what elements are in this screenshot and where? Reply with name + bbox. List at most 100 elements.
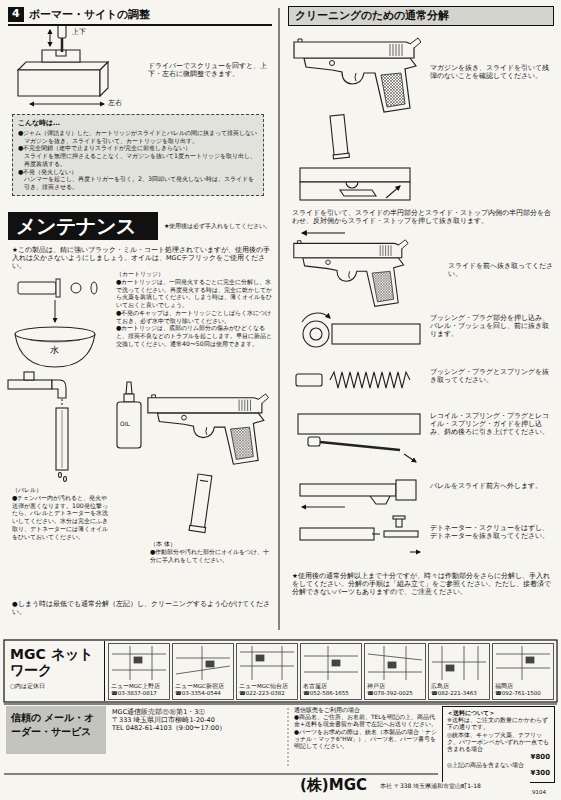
barrel-drawing <box>300 484 396 496</box>
oil-bottle <box>117 382 141 448</box>
node-heading: 神戸店 <box>367 683 385 690</box>
node-heading: MGC ネットワーク <box>10 646 99 678</box>
cartridge-drawing <box>18 279 97 322</box>
shop-map <box>304 646 358 680</box>
trouble-box: こんな時は…●ジャム（弾詰まり）した、カートリッジがスライドとバレルの間に挟まっ… <box>12 114 264 196</box>
water-bowl <box>15 327 95 341</box>
cartridge-drawing <box>18 282 56 294</box>
order-text: ●商品名、ご住所、お名前、TELを明記の上、商品代金+送料を現金書留か為替で左記… <box>294 714 438 728</box>
shop-map <box>446 665 454 671</box>
node-text: ¥300 <box>447 769 550 778</box>
bowl-label: 水 <box>50 345 62 356</box>
cartridge-drawing <box>71 283 81 293</box>
magazine-drawing <box>200 480 208 481</box>
instruction-text: ●カートリッジは、底部のリム部分の傷みがひどくなると、排莢不良などのトラブルを起… <box>116 324 272 347</box>
node-text: ●不発（発火しない） <box>18 168 258 176</box>
shop-map <box>332 660 340 666</box>
rear-sight-drawing <box>58 24 66 38</box>
slide-stop-drawing <box>340 190 376 196</box>
faucet-drawing <box>8 380 52 389</box>
step-text-group: スライドを引いて、スライドの半円部分とスライド・ストップ内側の半円部分を合わせ、… <box>292 209 554 225</box>
note-text-group: ★使用後は必ず手入れをしてください。 <box>164 222 272 230</box>
spring-drawing <box>296 372 410 388</box>
pistol-drawing <box>294 38 421 112</box>
node-text: ●ジャム（弾詰まり）した、カートリッジがスライドとバレルの間に挟まって排莢しない <box>18 129 258 137</box>
node-text: ☎022-223-0382 <box>239 690 285 697</box>
instruction-text: ●チェンバー内が汚れると、発火や送弾が悪くなります。100発位撃ったら、バレルと… <box>12 494 108 541</box>
barrel-bushing-drawing <box>302 313 330 322</box>
recoil-guide-drawing <box>298 414 420 434</box>
shop-box: 福岡店☎092-761-1500 <box>492 643 554 700</box>
shop-box: 神戸店☎078-392-0025 <box>364 643 426 700</box>
title-banner: メンテナンス <box>8 212 158 240</box>
magazine-drawing <box>333 153 349 159</box>
shop-box: ニューMGC上野店☎03-3837-0817 <box>108 643 170 700</box>
node-text: ☎078-392-0025 <box>367 690 413 697</box>
barrel-drawing <box>300 480 416 507</box>
note-text: ●しまう時は最低でも通常分解（左記）し、クリーニングするよう心がけてください。 <box>12 600 274 616</box>
oil-bottle <box>126 382 132 394</box>
step-text-group: ブッシング・プラグ部分を押し込み、バレル・ブッシュを回し、前に抜き取ります。 <box>430 314 554 338</box>
node-text: ボーマー・サイトの調整 <box>29 8 150 22</box>
print-code: 9104 <box>532 789 556 796</box>
adjust-label-group: 上下 <box>72 28 90 37</box>
shop-map <box>526 657 534 663</box>
section-rule <box>288 708 289 768</box>
pistol-drawing <box>294 240 408 307</box>
faucet-drawing <box>52 380 66 398</box>
shop-map <box>496 646 550 680</box>
company-name: (株)MGC <box>300 776 376 795</box>
detonator-drawing <box>410 551 420 552</box>
note-text-group: ●しまう時は最低でも通常分解（左記）し、クリーニングするよう心がけてください。 <box>12 600 274 616</box>
note-text: ★使用後は必ず手入れをしてください。 <box>164 222 272 230</box>
network-frame <box>4 640 557 702</box>
node-text: ハンマーを起こし、再度トリガーを引く。2、3回叩いて発火しない時は、スライドを引… <box>18 175 258 191</box>
shop-map <box>432 646 486 680</box>
shop-map <box>368 646 422 680</box>
shop-box: ニューMGC仙台店☎022-223-0382 <box>236 643 298 700</box>
faucet-drawing <box>24 372 34 380</box>
instruction-text-group: ドライバーでスクリューを回すと、上下・左右に微調整できます。 <box>148 62 270 78</box>
section-header: 4ボーマー・サイトの調整 <box>8 6 272 26</box>
node-text: ¥800 <box>447 753 550 762</box>
instruction-text-group: （本 体）●作動部分や汚れた部分にオイルをつけ、十分に手入れをしてください。 <box>150 540 270 563</box>
step-text: マガジンを抜き、スライドを引いて残弾のないことを確認してください。 <box>430 64 554 80</box>
adjust-label-group: 左右 <box>108 99 126 108</box>
instruction-text: ●不発のキャップは、カートリッジごとしばらく水につけておき、必ず水中で取り除いて… <box>116 309 272 325</box>
step-text-group: デトネーター・スクリューをはずし、デトネーターを抜き取ってください。 <box>430 524 554 540</box>
detonator-drawing <box>393 516 405 519</box>
address-text: MGC通信販売部㊐㊗第1・3㊏ <box>112 708 284 716</box>
column-rule <box>279 8 280 630</box>
step-text: デトネーター・スクリューをはずし、デトネーターを抜き取ってください。 <box>430 524 554 540</box>
note-text-group: ★この製品は、錆に強いブラック・ミル・コート処理されていますが、使用後の手入れは… <box>12 246 270 270</box>
node-heading: ＜送料について＞ <box>447 710 550 717</box>
barrel-bushing-drawing <box>310 328 322 340</box>
rear-sight-drawing <box>100 62 108 96</box>
faucet-drawing <box>56 408 68 470</box>
adjust-label: 上下 <box>72 28 90 37</box>
node-heading: 信頼の メール・オーダー・サービス <box>11 711 101 738</box>
instruction-text: （バレル） <box>12 486 108 494</box>
barrel-drawing <box>302 506 345 507</box>
shop-map <box>496 646 550 680</box>
magazine-drawing <box>190 474 212 531</box>
node-text: ☎082-221-3463 <box>431 690 477 697</box>
shop-map <box>432 646 486 680</box>
recoil-guide-drawing <box>308 437 320 446</box>
water-bowl <box>15 327 95 367</box>
instruction-text: ドライバーでスクリューを回すと、上下・左右に微調整できます。 <box>148 62 270 78</box>
slide-stop-drawing <box>346 182 358 188</box>
print-code-group: 9104 <box>532 789 556 796</box>
shop-box: 広島店☎082-221-3463 <box>428 643 490 700</box>
node-text: ※送料は、ご注文の数量にかかわらず下の通りです。 <box>447 717 550 731</box>
order-text: ●パーツをお求めの際は、銃名（本製品の場合「ナショナル・マッチ6"HW」）、パー… <box>294 729 438 751</box>
rear-sight-drawing <box>49 30 50 46</box>
shop-map <box>206 661 214 667</box>
step-text: スライドを引いて、スライドの半円部分とスライド・ストップ内側の半円部分を合わせ、… <box>292 209 554 225</box>
node-heading: 福岡店 <box>495 683 513 690</box>
section-rule <box>4 773 438 774</box>
slide-stop-drawing <box>386 186 400 198</box>
step-text: レコイル・スプリング・プラグとレコイル・スプリング・ガイドを押し込み、斜め後ろに… <box>430 412 554 436</box>
instruction-text-group: （カートリッジ）●カートリッジは、一回発火するごとに完全に分解し、水で洗ってくだ… <box>116 270 272 348</box>
recoil-guide-drawing <box>404 454 416 462</box>
